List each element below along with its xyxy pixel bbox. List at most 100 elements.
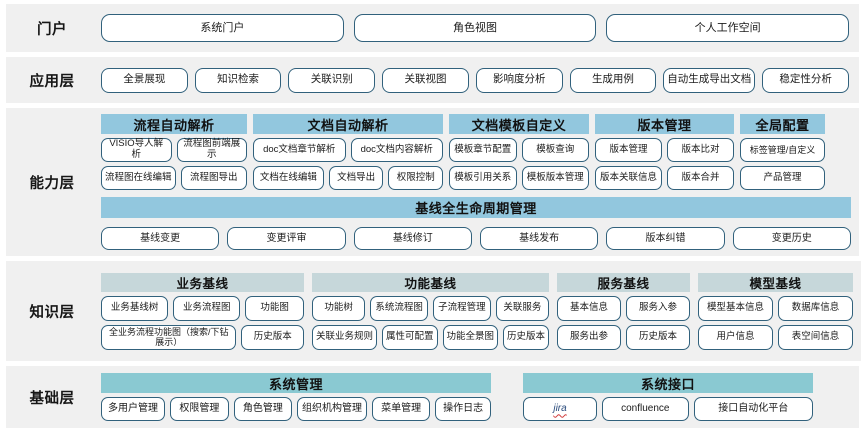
capability-group-flow: 流程自动解析 VISIO导人解析 流程图前端展示 流程图在线编辑 流程图导出 xyxy=(101,114,247,190)
cap-doc-1-2[interactable]: 权限控制 xyxy=(388,166,443,190)
knowledge-group-business: 业务基线 业务基线树 业务流程图 功能图 全业务流程功能图（搜索/下钻展示） 历… xyxy=(101,272,305,350)
base-sys-2[interactable]: 角色管理 xyxy=(233,397,293,421)
know-mdl-0-0[interactable]: 模型基本信息 xyxy=(698,295,774,321)
base-sys-1[interactable]: 权限管理 xyxy=(170,397,229,421)
application-item-3[interactable]: 关联视图 xyxy=(382,67,469,93)
capability-group-global-config: 全局配置 标签管理/自定义 产品管理 xyxy=(740,114,825,190)
cap-cfg-1-0[interactable]: 产品管理 xyxy=(740,166,825,190)
know-biz-0-2[interactable]: 功能图 xyxy=(245,295,305,321)
know-fun-1-2[interactable]: 功能全景图 xyxy=(442,324,499,350)
cap-ver-0-0[interactable]: 版本管理 xyxy=(595,138,662,162)
capability-group-flow-title: 流程自动解析 xyxy=(101,114,247,134)
lifecycle-item-4[interactable]: 版本纠错 xyxy=(606,227,725,250)
portal-item-1[interactable]: 角色视图 xyxy=(353,14,597,42)
cap-doc-1-0[interactable]: 文档在线编辑 xyxy=(253,166,324,190)
knowledge-group-service-title: 服务基线 xyxy=(557,272,691,292)
know-svc-1-1[interactable]: 历史版本 xyxy=(626,324,691,350)
layer-label-application: 应用层 xyxy=(6,57,98,103)
application-item-2[interactable]: 关联识别 xyxy=(288,67,376,93)
know-fun-0-3[interactable]: 关联服务 xyxy=(495,295,550,321)
know-fun-1-3[interactable]: 历史版本 xyxy=(503,324,550,350)
application-item-6[interactable]: 自动生成导出文档 xyxy=(663,67,756,93)
knowledge-group-service: 服务基线 基本信息 服务入参 服务出参 历史版本 xyxy=(557,272,691,350)
cap-cfg-0-0[interactable]: 标签管理/自定义 xyxy=(740,138,825,162)
know-fun-0-0[interactable]: 功能树 xyxy=(312,295,366,321)
layer-body-knowledge: 业务基线 业务基线树 业务流程图 功能图 全业务流程功能图（搜索/下钻展示） 历… xyxy=(98,261,862,361)
know-mdl-1-0[interactable]: 用户信息 xyxy=(698,324,774,350)
capability-group-version-title: 版本管理 xyxy=(595,114,734,134)
layer-body-capability: 流程自动解析 VISIO导人解析 流程图前端展示 流程图在线编辑 流程图导出 文… xyxy=(98,108,859,256)
know-biz-0-0[interactable]: 业务基线树 xyxy=(101,295,169,321)
application-item-1[interactable]: 知识检索 xyxy=(194,67,282,93)
base-sys-4[interactable]: 菜单管理 xyxy=(371,397,431,421)
know-mdl-0-1[interactable]: 数据库信息 xyxy=(778,295,854,321)
base-sys-0[interactable]: 多用户管理 xyxy=(101,397,166,421)
base-sys-5[interactable]: 操作日志 xyxy=(435,397,492,421)
cap-ver-1-0[interactable]: 版本关联信息 xyxy=(595,166,662,190)
layer-label-capability: 能力层 xyxy=(6,108,98,256)
knowledge-group-function: 功能基线 功能树 系统流程图 子流程管理 关联服务 关联业务规则 属性可配置 功… xyxy=(312,272,550,350)
cap-tpl-0-0[interactable]: 模板章节配置 xyxy=(449,138,517,162)
capability-group-doc: 文档自动解析 doc文档章节解析 doc文档内容解析 文档在线编辑 文档导出 权… xyxy=(253,114,443,190)
cap-doc-0-1[interactable]: doc文档内容解析 xyxy=(350,138,443,162)
portal-item-2[interactable]: 个人工作空间 xyxy=(606,14,850,42)
application-item-0[interactable]: 全景展现 xyxy=(100,67,188,93)
knowledge-group-model: 模型基线 模型基本信息 数据库信息 用户信息 表空间信息 xyxy=(698,272,854,350)
layer-body-foundation: 系统管理 多用户管理 权限管理 角色管理 组织机构管理 菜单管理 操作日志 系统… xyxy=(98,366,859,428)
capability-group-template-title: 文档模板自定义 xyxy=(449,114,589,134)
know-fun-1-0[interactable]: 关联业务规则 xyxy=(312,324,378,350)
base-api-confluence[interactable]: confluence xyxy=(602,397,689,421)
cap-flow-1-0[interactable]: 流程图在线编辑 xyxy=(101,166,176,190)
know-fun-0-1[interactable]: 系统流程图 xyxy=(370,295,429,321)
knowledge-group-business-title: 业务基线 xyxy=(101,272,304,292)
application-item-4[interactable]: 影响度分析 xyxy=(475,67,563,93)
capability-group-doc-title: 文档自动解析 xyxy=(253,114,443,134)
lifecycle-item-3[interactable]: 基线发布 xyxy=(479,227,599,250)
lifecycle-item-1[interactable]: 变更评审 xyxy=(227,227,346,250)
know-biz-0-1[interactable]: 业务流程图 xyxy=(173,295,241,321)
lifecycle-item-5[interactable]: 变更历史 xyxy=(732,227,851,250)
know-fun-0-2[interactable]: 子流程管理 xyxy=(433,295,491,321)
cap-ver-0-1[interactable]: 版本比对 xyxy=(667,138,734,162)
know-fun-1-1[interactable]: 属性可配置 xyxy=(382,324,438,350)
cap-tpl-1-0[interactable]: 模板引用关系 xyxy=(449,166,517,190)
lifecycle-item-0[interactable]: 基线变更 xyxy=(101,227,220,250)
baseline-lifecycle-items: 基线变更 变更评审 基线修订 基线发布 版本纠错 变更历史 xyxy=(101,227,851,250)
layer-body-application: 全景展现 知识检索 关联识别 关联视图 影响度分析 生成用例 自动生成导出文档 … xyxy=(98,57,859,103)
know-biz-1-0[interactable]: 全业务流程功能图（搜索/下钻展示） xyxy=(101,324,237,350)
know-svc-0-0[interactable]: 基本信息 xyxy=(557,295,622,321)
lifecycle-item-2[interactable]: 基线修订 xyxy=(353,227,472,250)
layer-label-foundation: 基础层 xyxy=(6,366,98,428)
cap-flow-0-0[interactable]: VISIO导人解析 xyxy=(101,138,172,162)
know-svc-1-0[interactable]: 服务出参 xyxy=(557,324,622,350)
application-item-7[interactable]: 稳定性分析 xyxy=(762,67,850,93)
layer-label-portal: 门户 xyxy=(6,4,98,52)
layer-portal: 门户 系统门户 角色视图 个人工作空间 xyxy=(6,4,859,52)
layer-capability: 能力层 流程自动解析 VISIO导人解析 流程图前端展示 流程图在线编辑 流程图… xyxy=(6,108,859,256)
foundation-groups: 系统管理 多用户管理 权限管理 角色管理 组织机构管理 菜单管理 操作日志 系统… xyxy=(101,373,851,421)
foundation-group-system-management-title: 系统管理 xyxy=(101,373,491,393)
application-item-5[interactable]: 生成用例 xyxy=(569,67,657,93)
layer-knowledge: 知识层 业务基线 业务基线树 业务流程图 功能图 全业务流程功能图（搜索/下钻展… xyxy=(6,261,862,361)
base-api-platform[interactable]: 接口自动化平台 xyxy=(693,397,813,421)
cap-doc-1-1[interactable]: 文档导出 xyxy=(328,166,384,190)
cap-doc-0-0[interactable]: doc文档章节解析 xyxy=(253,138,346,162)
cap-ver-1-1[interactable]: 版本合并 xyxy=(667,166,734,190)
layer-body-portal: 系统门户 角色视图 个人工作空间 xyxy=(98,4,859,52)
know-mdl-1-1[interactable]: 表空间信息 xyxy=(778,324,854,350)
cap-flow-1-1[interactable]: 流程图导出 xyxy=(180,166,247,190)
portal-item-0[interactable]: 系统门户 xyxy=(101,14,344,42)
foundation-group-system-management: 系统管理 多用户管理 权限管理 角色管理 组织机构管理 菜单管理 操作日志 xyxy=(101,373,492,421)
know-svc-0-1[interactable]: 服务入参 xyxy=(626,295,691,321)
know-biz-1-1[interactable]: 历史版本 xyxy=(241,324,304,350)
capability-group-version: 版本管理 版本管理 版本比对 版本关联信息 版本合并 xyxy=(595,114,734,190)
capability-groups: 流程自动解析 VISIO导人解析 流程图前端展示 流程图在线编辑 流程图导出 文… xyxy=(101,114,851,190)
base-sys-3[interactable]: 组织机构管理 xyxy=(297,397,367,421)
layer-label-knowledge: 知识层 xyxy=(6,261,98,361)
base-api-jira[interactable]: jira xyxy=(523,397,598,421)
cap-tpl-0-1[interactable]: 模板查询 xyxy=(521,138,589,162)
cap-tpl-1-1[interactable]: 模板版本管理 xyxy=(521,166,589,190)
cap-flow-0-1[interactable]: 流程图前端展示 xyxy=(176,138,247,162)
knowledge-group-function-title: 功能基线 xyxy=(312,272,550,292)
